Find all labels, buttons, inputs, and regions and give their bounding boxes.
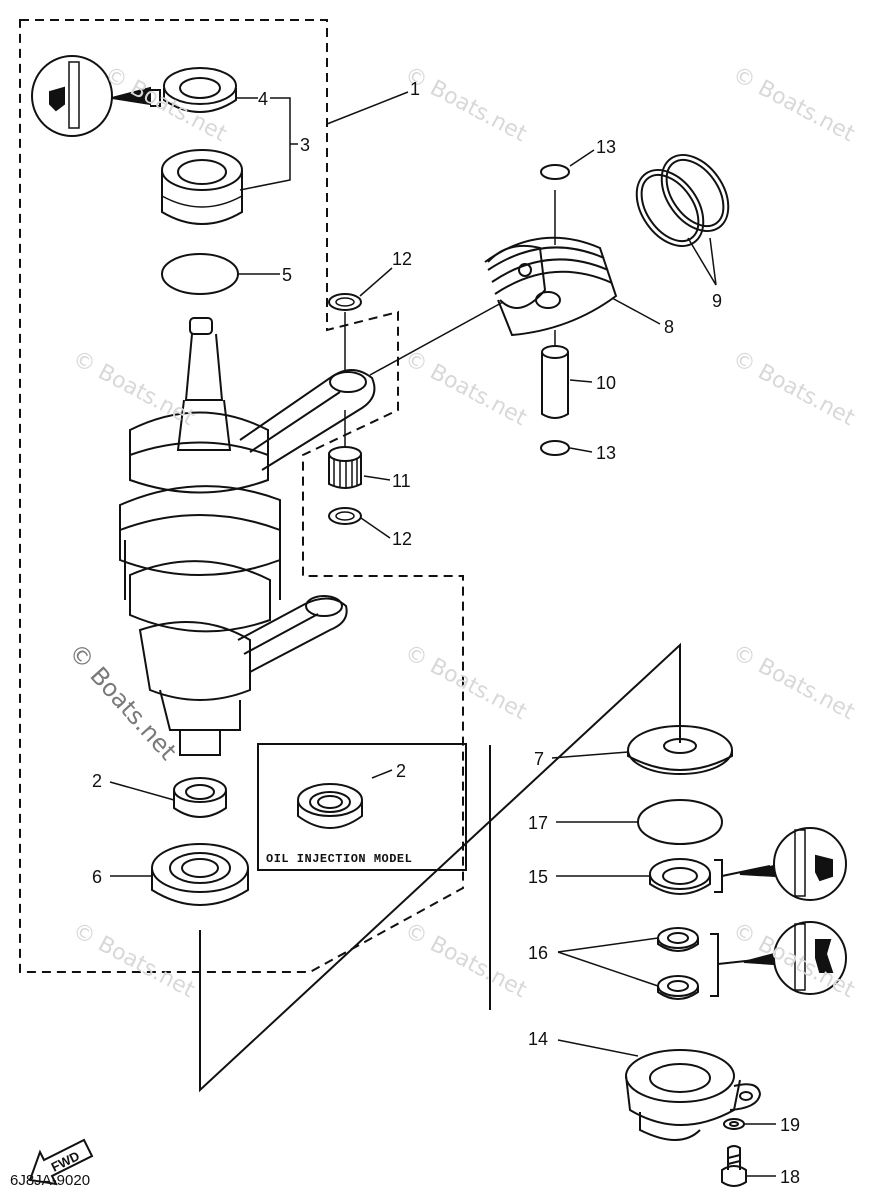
callout-8: 8 [664, 317, 675, 337]
crankshaft [119, 317, 281, 756]
part-15-oil-seal [649, 858, 771, 895]
grease-symbol-part-16 [743, 921, 847, 995]
part-12-washer-top [328, 293, 362, 311]
crankshaft-assembly-boundary [19, 19, 464, 973]
callout-2-inset: 2 [396, 761, 407, 781]
callout-13-bottom: 13 [596, 443, 617, 463]
part-9-piston-rings [635, 154, 730, 286]
callout-2-main: 2 [92, 771, 103, 791]
part-19-washer [723, 1118, 745, 1130]
part-17-o-ring [637, 799, 723, 845]
part-2-oil-seal [173, 777, 227, 818]
callout-12-top: 12 [392, 249, 413, 269]
callout-17: 17 [528, 813, 549, 833]
callout-11: 11 [392, 471, 411, 491]
callout-6: 6 [92, 867, 103, 887]
lower-assembly-connector-line [199, 642, 681, 1093]
part-5-o-ring [161, 253, 239, 295]
connecting-rod-upper [239, 369, 376, 471]
callout-14: 14 [528, 1029, 549, 1049]
callout-9: 9 [712, 291, 723, 311]
callout-1: 1 [410, 79, 421, 99]
callout-19: 19 [780, 1115, 801, 1135]
diagram-code: 6J8JA-9020 [10, 1172, 91, 1189]
part-18-bolt [721, 1145, 747, 1187]
leader-lines [109, 91, 776, 1177]
callout-18: 18 [780, 1167, 801, 1187]
part-13-clip-top [540, 164, 570, 180]
grease-symbol-part-15 [739, 827, 847, 901]
part-8-piston [484, 190, 618, 345]
callout-10: 10 [596, 373, 617, 393]
callout-15: 15 [528, 867, 549, 887]
part-13-clip-bottom [540, 440, 570, 456]
part-14-housing [625, 1049, 762, 1141]
part-7-washer [627, 725, 733, 775]
grease-symbol-top [31, 55, 161, 137]
part-10-piston-pin [541, 345, 569, 419]
part-12-washer-bottom [328, 507, 362, 525]
part-3-bearing-housing [161, 149, 243, 225]
part-2-oil-seal-inset [297, 783, 363, 829]
connecting-rod-lower [237, 595, 348, 673]
callout-13-top: 13 [596, 137, 617, 157]
part-6-bearing [151, 843, 249, 906]
callout-5: 5 [282, 265, 293, 285]
callout-12-bottom: 12 [392, 529, 413, 549]
part-4-oil-seal [163, 67, 237, 113]
callout-16: 16 [528, 943, 549, 963]
part-11-needle-bearing [328, 446, 362, 489]
callout-3: 3 [300, 135, 311, 155]
oil-injection-inset-box [257, 743, 467, 871]
callout-7: 7 [534, 749, 545, 769]
callout-4: 4 [258, 89, 269, 109]
oil-injection-model-label: OIL INJECTION MODEL [266, 852, 413, 866]
fwd-label: FWD [49, 1148, 82, 1174]
